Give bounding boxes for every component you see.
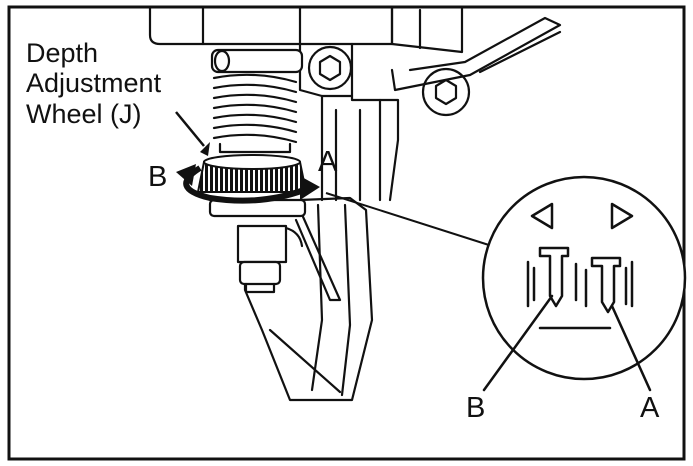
left-triangle-icon <box>530 202 554 230</box>
lower-shaft <box>236 224 288 264</box>
wheel-label-line3: Wheel (J) <box>26 99 142 129</box>
upper-collar <box>210 48 304 74</box>
detail-circle <box>481 175 687 392</box>
leader-b <box>482 294 554 392</box>
linkage-arm <box>390 16 562 92</box>
rotation-arrowhead-b <box>176 164 196 186</box>
rotation-label-b: B <box>148 161 168 193</box>
indicator-marker-b <box>538 246 570 308</box>
depth-adjustment-wheel <box>196 154 308 193</box>
wheel-leader-line <box>175 111 205 147</box>
detail-label-b: B <box>466 392 486 424</box>
detail-label-a: A <box>640 392 660 424</box>
side-bolt <box>421 67 471 117</box>
rotation-label-a: A <box>318 146 338 178</box>
outer-frame <box>7 5 686 461</box>
wheel-label-line1: Depth <box>26 38 99 68</box>
upper-bolt <box>307 45 353 91</box>
rotation-arrowhead-a <box>300 176 320 200</box>
lower-nut <box>238 260 282 286</box>
indicator-marker-a <box>590 256 622 314</box>
spring <box>212 73 298 154</box>
wheel-label-line2: Adjustment <box>26 68 162 98</box>
right-triangle-icon <box>610 202 634 230</box>
upper-housing <box>148 5 394 46</box>
detail-connector-line <box>325 192 493 247</box>
housing-inner-line <box>201 5 302 46</box>
housing-side-panel <box>390 5 464 54</box>
leader-a <box>610 304 652 392</box>
